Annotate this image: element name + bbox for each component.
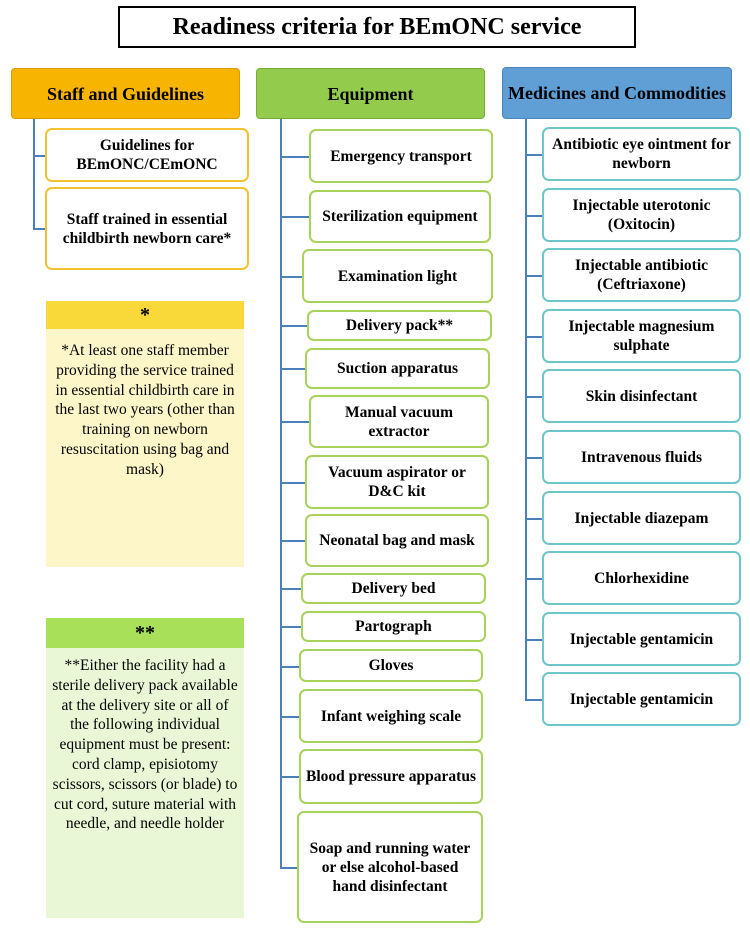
note-double-star-text: **Either the facility had a sterile deli…: [46, 648, 244, 918]
equipment-item-gloves: Gloves: [299, 649, 483, 682]
medicines-connector-branch: [525, 396, 542, 398]
staff-connector-branch: [33, 155, 45, 157]
medicines-connector-branch: [525, 639, 542, 641]
medicines-connector-branch: [525, 336, 542, 338]
equipment-connector-branch: [280, 776, 299, 778]
equipment-connector-branch: [280, 540, 305, 542]
equipment-connector-branch: [280, 626, 301, 628]
equipment-connector-branch: [280, 276, 302, 278]
equipment-item-neonatal-bag: Neonatal bag and mask: [305, 514, 489, 567]
equipment-connector-branch: [280, 716, 299, 718]
medicines-connector-branch: [525, 275, 542, 277]
equipment-connector-branch: [280, 666, 299, 668]
medicines-connector-branch: [525, 578, 542, 580]
staff-connector-branch: [33, 228, 45, 230]
equipment-item-sterilization: Sterilization equipment: [309, 190, 491, 243]
staff-item-guidelines: Guidelines for BEmONC/CEmONC: [45, 128, 249, 182]
equipment-item-partograph: Partograph: [301, 611, 486, 642]
equipment-connector-branch: [280, 156, 309, 158]
equipment-connector-branch: [280, 368, 305, 370]
medicines-item-eye-ointment: Antibiotic eye ointment for newborn: [542, 127, 741, 181]
equipment-item-delivery-pack: Delivery pack**: [307, 310, 492, 341]
equipment-header: Equipment: [256, 68, 485, 119]
medicines-connector-branch: [525, 457, 542, 459]
diagram-title: Readiness criteria for BEmONC service: [118, 6, 636, 48]
medicines-item-antibiotic: Injectable antibiotic (Ceftriaxone): [542, 248, 741, 302]
medicines-connector-vertical: [525, 119, 527, 700]
equipment-connector-vertical: [280, 119, 282, 868]
medicines-connector-branch: [525, 518, 542, 520]
medicines-commodities-header: Medicines and Commodities: [502, 67, 732, 119]
note-double-star-header: **: [46, 618, 244, 648]
staff-guidelines-header: Staff and Guidelines: [11, 68, 240, 119]
staff-item-trained-staff: Staff trained in essential childbirth ne…: [45, 187, 249, 270]
equipment-item-manual-vacuum-extractor: Manual vacuum extractor: [309, 395, 489, 448]
equipment-item-delivery-bed: Delivery bed: [301, 573, 486, 604]
medicines-item-diazepam: Injectable diazepam: [542, 491, 741, 545]
note-star-header: *: [46, 301, 244, 329]
staff-connector-vertical: [33, 119, 35, 229]
equipment-connector-branch: [280, 216, 309, 218]
equipment-connector-branch: [280, 325, 307, 327]
equipment-connector-branch: [280, 588, 301, 590]
equipment-item-suction-apparatus: Suction apparatus: [305, 348, 490, 389]
equipment-connector-branch: [280, 482, 305, 484]
medicines-connector-branch: [525, 215, 542, 217]
medicines-item-skin-disinfectant: Skin disinfectant: [542, 369, 741, 423]
equipment-item-infant-weighing-scale: Infant weighing scale: [299, 689, 483, 743]
equipment-connector-branch: [280, 867, 297, 869]
equipment-item-examination-light: Examination light: [302, 249, 493, 303]
medicines-item-magnesium-sulphate: Injectable magnesium sulphate: [542, 309, 741, 363]
medicines-item-uterotonic: Injectable uterotonic (Oxitocin): [542, 188, 741, 242]
equipment-item-vacuum-aspirator: Vacuum aspirator or D&C kit: [305, 455, 489, 509]
medicines-connector-branch: [525, 154, 542, 156]
medicines-connector-branch: [525, 699, 542, 701]
medicines-item-gentamicin: Injectable gentamicin: [542, 672, 741, 726]
equipment-item-hand-hygiene: Soap and running water or else alcohol-b…: [297, 811, 483, 923]
equipment-item-emergency-transport: Emergency transport: [309, 129, 493, 183]
equipment-connector-branch: [280, 421, 309, 423]
equipment-item-blood-pressure-apparatus: Blood pressure apparatus: [299, 749, 483, 804]
medicines-item-intravenous-fluids: Intravenous fluids: [542, 430, 741, 484]
note-star-text: *At least one staff member providing the…: [46, 329, 244, 567]
medicines-item-chlorhexidine: Chlorhexidine: [542, 551, 741, 605]
medicines-item-gentamicin: Injectable gentamicin: [542, 612, 741, 666]
